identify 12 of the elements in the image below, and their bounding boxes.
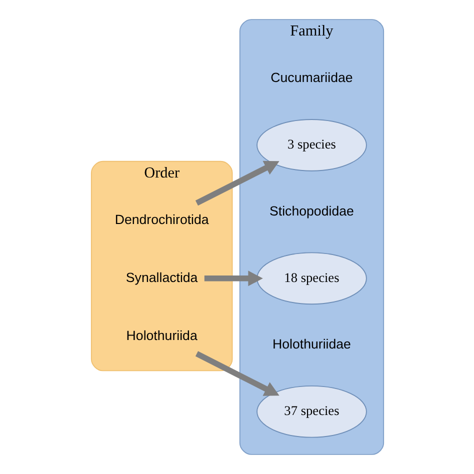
node-text: Synallactida [125, 270, 198, 285]
node-label: Holothuriidae [272, 336, 350, 352]
arrow [194, 351, 279, 396]
node-ellipse: 3 species [256, 119, 366, 172]
node-ellipse: 37 species [256, 385, 366, 438]
node-label: Stichopodidae [269, 203, 354, 218]
node-label: Cucumariidae [270, 70, 352, 86]
node-text: Holothuriida [126, 328, 197, 343]
arrow [204, 270, 262, 286]
node-text: Dendrochirotida [114, 212, 208, 227]
node-ellipse: 18 species [256, 252, 366, 305]
arrow [194, 160, 279, 206]
